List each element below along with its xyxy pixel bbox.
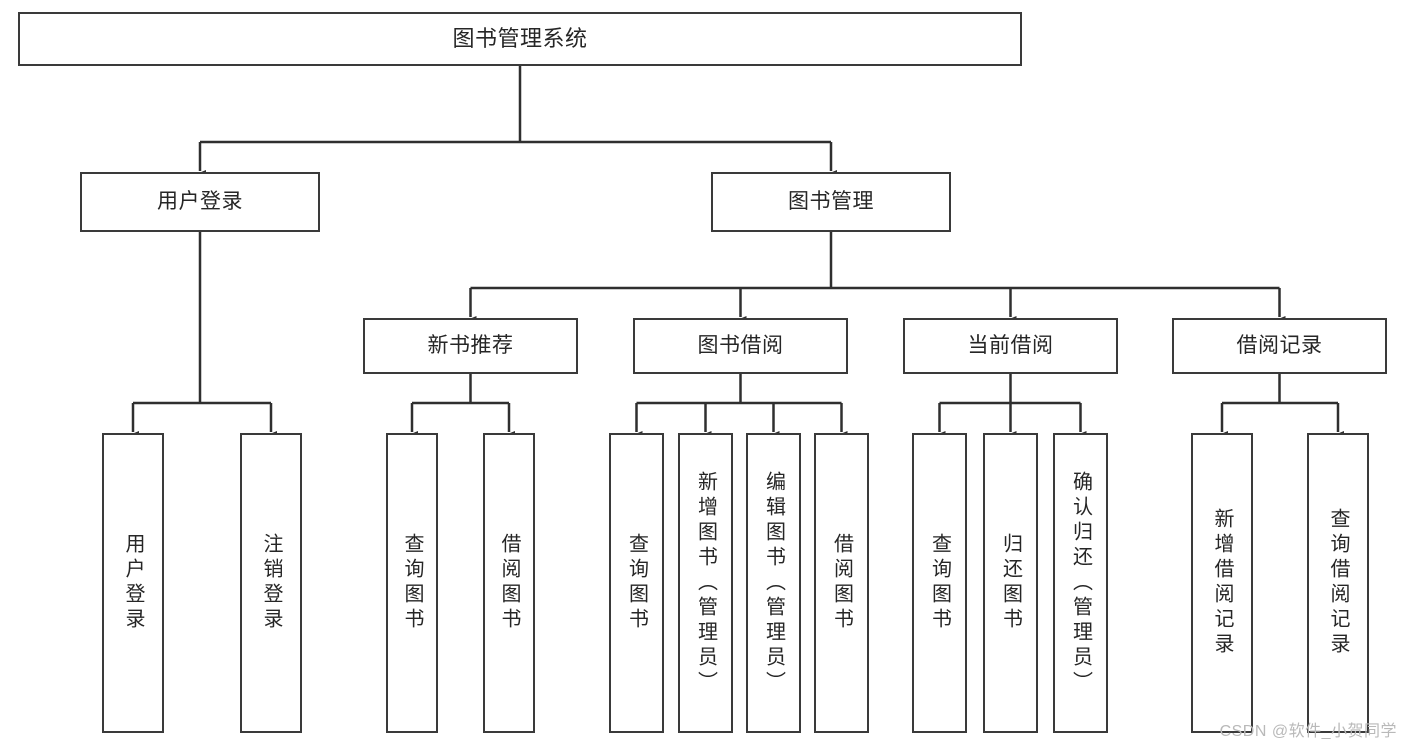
node-user-login[interactable]: 用户登录: [80, 172, 320, 232]
node-label-leaf-user-login: 用户登录: [122, 533, 144, 633]
node-label-leaf-add-book-admin: 新增图书（管理员）: [694, 470, 717, 696]
node-leaf-add-book-admin[interactable]: 新增图书（管理员）: [678, 433, 733, 733]
node-label-leaf-query-record: 查询借阅记录: [1327, 508, 1349, 658]
node-label-book-borrow: 图书借阅: [697, 333, 784, 357]
node-label-borrow-record: 借阅记录: [1236, 333, 1323, 357]
node-leaf-borrow-book-1[interactable]: 借阅图书: [483, 433, 535, 733]
node-label-leaf-query-book-1: 查询图书: [401, 533, 423, 633]
node-leaf-query-book-2[interactable]: 查询图书: [609, 433, 664, 733]
node-label-leaf-return-book: 归还图书: [999, 533, 1022, 633]
node-label-leaf-query-book-2: 查询图书: [625, 533, 648, 633]
node-leaf-confirm-return[interactable]: 确认归还（管理员）: [1053, 433, 1108, 733]
node-leaf-query-book-1[interactable]: 查询图书: [386, 433, 438, 733]
node-label-leaf-add-record: 新增借阅记录: [1211, 508, 1233, 658]
node-label-current-borrow: 当前借阅: [967, 333, 1054, 357]
node-label-book-management: 图书管理: [788, 189, 874, 213]
node-leaf-user-login[interactable]: 用户登录: [102, 433, 164, 733]
node-label-user-login: 用户登录: [157, 189, 243, 213]
node-leaf-add-record[interactable]: 新增借阅记录: [1191, 433, 1253, 733]
node-label-new-book-recommend: 新书推荐: [427, 333, 514, 357]
node-label-root: 图书管理系统: [452, 26, 588, 52]
node-leaf-borrow-book-2[interactable]: 借阅图书: [814, 433, 869, 733]
node-new-book-recommend[interactable]: 新书推荐: [363, 318, 578, 374]
node-borrow-record[interactable]: 借阅记录: [1172, 318, 1387, 374]
watermark-text: CSDN @软件_小贺同学: [1219, 723, 1397, 740]
node-leaf-return-book[interactable]: 归还图书: [983, 433, 1038, 733]
node-leaf-logout[interactable]: 注销登录: [240, 433, 302, 733]
node-current-borrow[interactable]: 当前借阅: [903, 318, 1118, 374]
node-label-leaf-borrow-book-1: 借阅图书: [498, 533, 520, 633]
node-leaf-edit-book-admin[interactable]: 编辑图书（管理员）: [746, 433, 801, 733]
connector-lines: [127, 66, 1344, 441]
node-label-leaf-borrow-book-2: 借阅图书: [830, 533, 853, 633]
node-book-management[interactable]: 图书管理: [711, 172, 951, 232]
node-label-leaf-edit-book-admin: 编辑图书（管理员）: [762, 470, 785, 696]
node-leaf-query-book-3[interactable]: 查询图书: [912, 433, 967, 733]
node-root[interactable]: 图书管理系统: [18, 12, 1022, 66]
node-label-leaf-query-book-3: 查询图书: [928, 533, 951, 633]
node-label-leaf-logout: 注销登录: [260, 533, 282, 633]
node-book-borrow[interactable]: 图书借阅: [633, 318, 848, 374]
node-leaf-query-record[interactable]: 查询借阅记录: [1307, 433, 1369, 733]
node-label-leaf-confirm-return: 确认归还（管理员）: [1069, 470, 1092, 696]
